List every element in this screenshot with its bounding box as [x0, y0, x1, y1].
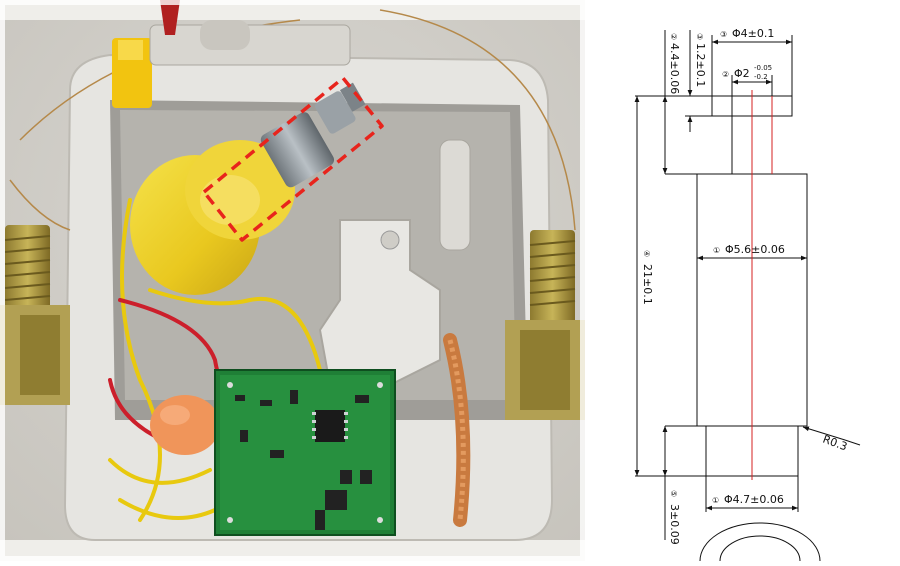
svg-text:4.4±0.06: 4.4±0.06: [668, 43, 681, 94]
svg-text:①: ①: [713, 246, 720, 255]
plunger-dimension-drawing: ② 4.4±0.06 ③ 1.2±0.1 ③ Φ4±0.1 ② Φ2 -0.05…: [585, 0, 900, 562]
svg-text:③: ③: [720, 30, 727, 39]
svg-text:R0.3: R0.3: [821, 433, 849, 454]
left-terminal: [0, 225, 70, 405]
control-pcb: [214, 369, 396, 536]
svg-text:①: ①: [712, 496, 719, 505]
svg-text:④: ④: [642, 250, 651, 257]
dim-d8: ⑤ 3±0.09: [668, 490, 681, 545]
ferrite-bead: [150, 395, 220, 455]
solenoid-coil: [130, 140, 295, 295]
svg-text:②: ②: [669, 33, 678, 40]
svg-text:⑤: ⑤: [669, 490, 678, 497]
svg-text:-0.05: -0.05: [754, 64, 772, 72]
svg-text:③: ③: [695, 33, 704, 40]
dim-d2: ③ 1.2±0.1: [694, 33, 707, 87]
right-terminal: [505, 230, 585, 420]
svg-text:-0.2: -0.2: [754, 73, 768, 81]
end-view-inner-arc: [719, 535, 801, 562]
svg-text:Φ5.6±0.06: Φ5.6±0.06: [725, 243, 785, 256]
svg-text:Φ4±0.1: Φ4±0.1: [732, 27, 774, 40]
dim-d5: ① Φ5.6±0.06: [713, 243, 785, 256]
dim-d1: ② 4.4±0.06: [668, 33, 681, 94]
dim-d7: R0.3: [821, 433, 849, 454]
svg-text:1.2±0.1: 1.2±0.1: [694, 43, 707, 87]
dim-d6: ④ 21±0.1: [641, 250, 654, 305]
trip-lever: [318, 219, 441, 386]
svg-text:Φ4.7±0.06: Φ4.7±0.06: [724, 493, 784, 506]
dim-d9: ① Φ4.7±0.06: [712, 493, 784, 506]
svg-text:21±0.1: 21±0.1: [641, 264, 654, 305]
svg-text:3±0.09: 3±0.09: [668, 504, 681, 545]
dim-d3: ③ Φ4±0.1: [720, 27, 774, 40]
end-view-outer-arc: [699, 522, 821, 562]
svg-text:Φ2: Φ2: [734, 67, 750, 80]
device-photo: [0, 0, 585, 561]
solenoid-highlight-box: [202, 76, 384, 242]
dim-d4: ② Φ2 -0.05 -0.2: [722, 64, 772, 81]
svg-text:②: ②: [722, 70, 729, 79]
